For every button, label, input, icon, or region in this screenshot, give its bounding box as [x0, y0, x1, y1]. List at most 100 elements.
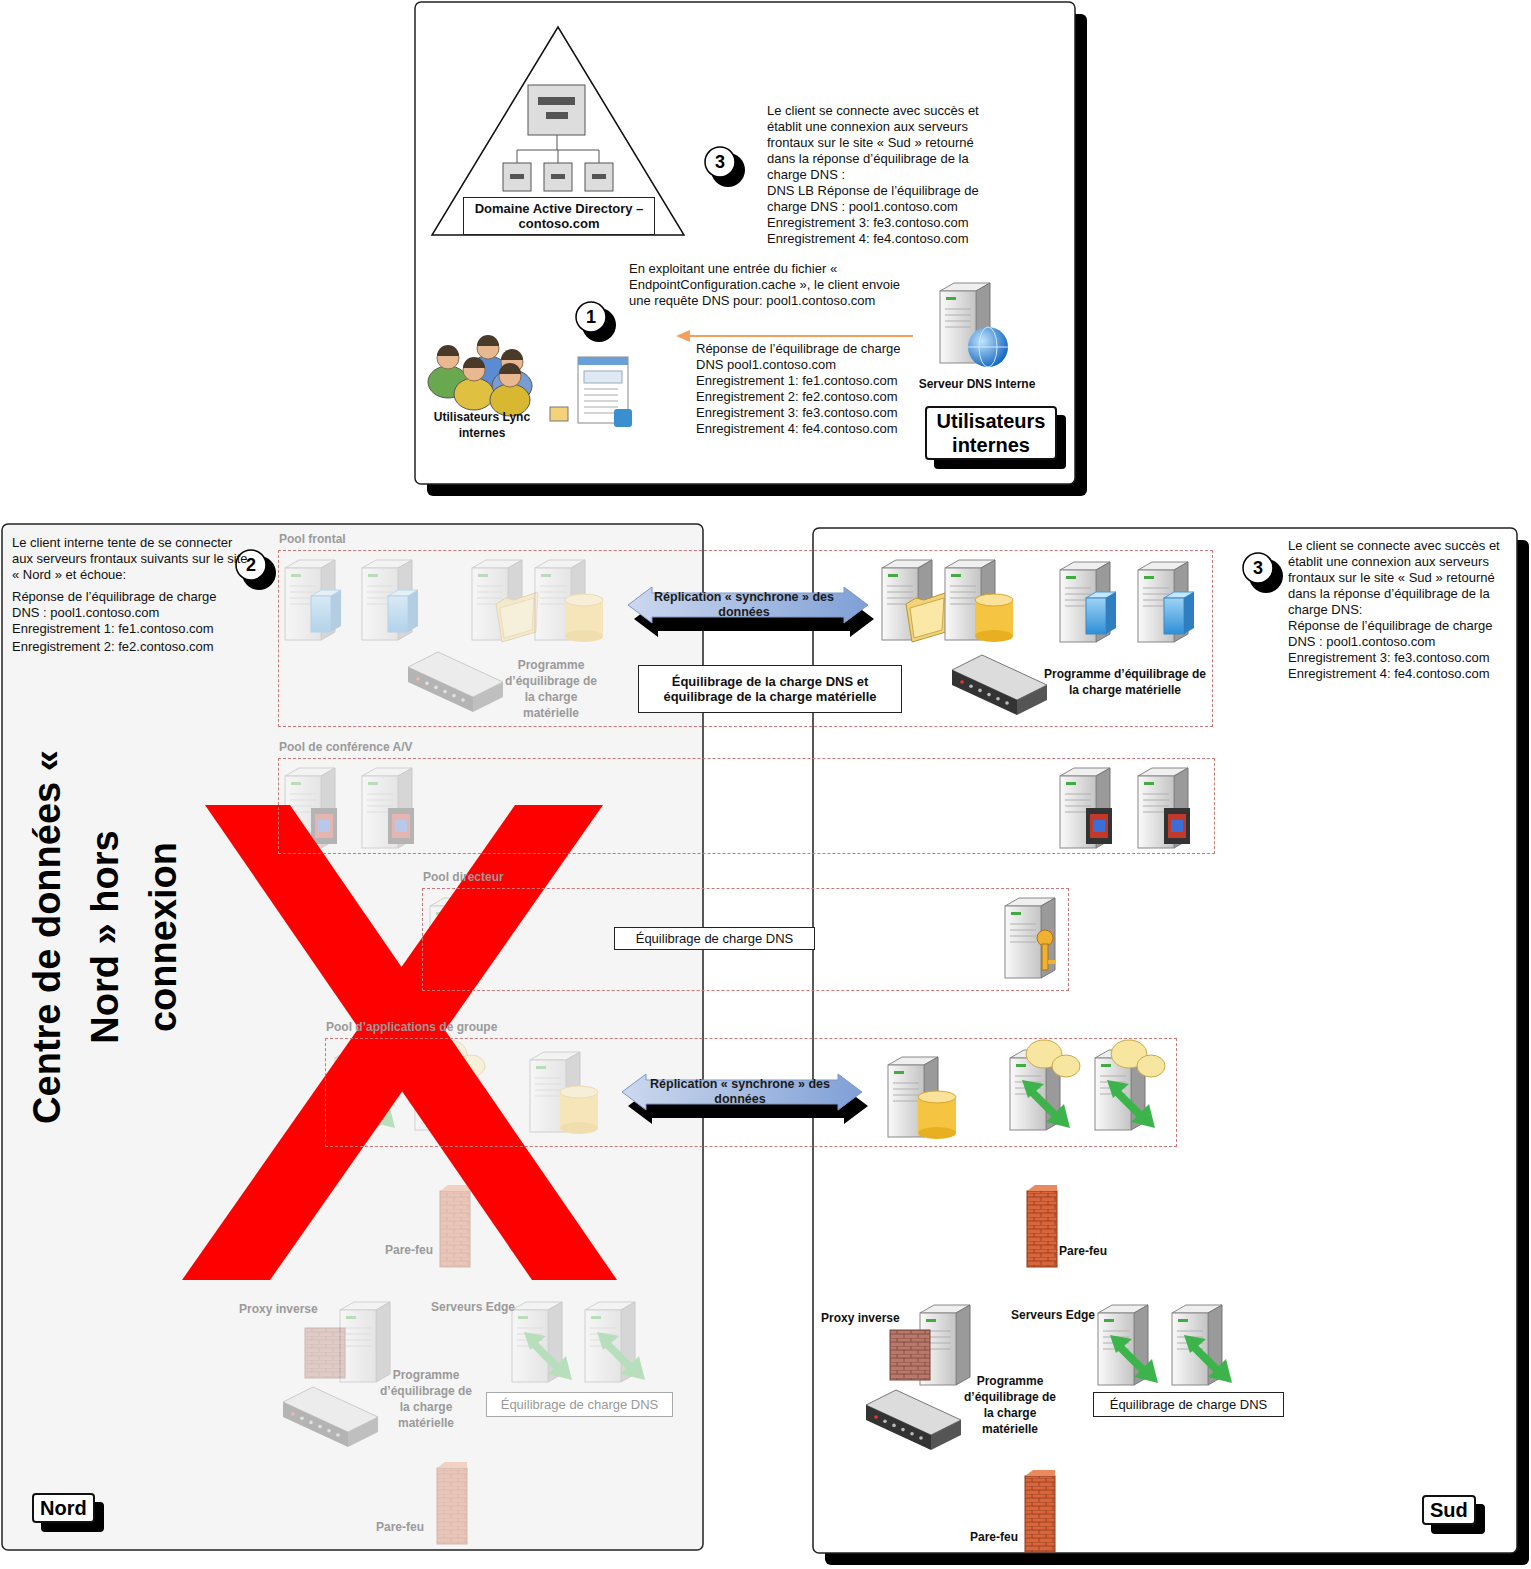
server-slot	[887, 592, 913, 593]
server-slot	[540, 586, 566, 587]
arrow-body	[622, 1074, 862, 1110]
db-bottom	[565, 630, 603, 642]
callout-circle	[1243, 553, 1273, 583]
server-slot	[1065, 588, 1091, 589]
cube-front	[1164, 598, 1184, 634]
firewall-column	[440, 1191, 470, 1267]
folder-sheet	[500, 598, 534, 638]
lb-port	[318, 1425, 322, 1429]
note-text: Enregistrement 2: fe2.contoso.com	[696, 389, 926, 405]
firewall-icon	[437, 1462, 467, 1544]
equipment-label: Programme d’équilibrage de la charge mat…	[1040, 666, 1210, 698]
callout-number: 1	[579, 307, 603, 327]
server-slot	[1143, 800, 1169, 801]
person-hair	[477, 335, 499, 346]
balancing-box: Équilibrage de charge DNS	[1093, 1392, 1284, 1417]
server-slot	[367, 794, 393, 795]
box-text: Équilibrage de charge DNS	[1110, 1397, 1268, 1412]
equipment-label: Pare-feu	[1059, 1243, 1107, 1259]
server-slot	[517, 1328, 543, 1329]
equipment-icons	[236, 147, 1283, 1552]
pool-band: Pool directeurÉquilibrage de charge DNS	[422, 888, 1069, 991]
film-frame	[1090, 814, 1108, 838]
server-slot	[950, 598, 976, 599]
lb-port	[919, 1436, 923, 1440]
server-slot	[367, 592, 393, 593]
pool-label: Pool directeur	[423, 870, 504, 885]
green-arrow-head	[621, 1356, 645, 1380]
server-led	[518, 1316, 528, 1319]
film-frame	[392, 814, 410, 838]
lb-side	[473, 682, 503, 712]
key-shaft	[1042, 944, 1048, 970]
equipment-label: Pare-feu	[970, 1529, 1018, 1545]
film-strip	[388, 808, 414, 844]
server-led	[1066, 576, 1076, 579]
org-bar	[546, 112, 568, 119]
server-led	[1016, 1064, 1026, 1067]
green-arrow-head	[1110, 1335, 1132, 1353]
window-line	[584, 389, 618, 390]
pool-label: Pool de conférence A/V	[279, 740, 413, 755]
server-icon	[940, 283, 1008, 367]
film-frame	[395, 820, 407, 832]
firewall-top	[1025, 1470, 1055, 1476]
balancing-box: Domaine Active Directory – contoso.com	[463, 197, 655, 235]
server-side	[956, 1305, 970, 1385]
server-icon	[285, 560, 341, 640]
film-frame	[1093, 820, 1105, 832]
server-slot	[945, 327, 971, 328]
server-slot	[1010, 936, 1036, 937]
window-line	[584, 413, 618, 414]
server-slot	[1065, 594, 1091, 595]
server-led	[888, 574, 898, 577]
note-text: Le client se connecte avec succès et éta…	[767, 103, 1002, 183]
panel-outline	[813, 528, 1517, 1553]
server-icon	[882, 560, 948, 642]
server-slot	[540, 592, 566, 593]
film-frame	[1171, 820, 1183, 832]
server-slot	[367, 800, 393, 801]
equipment-label: Serveurs Edge	[431, 1299, 515, 1315]
server-led	[541, 574, 551, 577]
firewall-icon	[440, 1185, 470, 1267]
server-slot	[345, 1328, 371, 1329]
firewall-icon	[1025, 1470, 1055, 1552]
server-icon	[1138, 562, 1194, 642]
server-icon	[888, 1057, 956, 1139]
server-slot	[945, 315, 971, 316]
server-slot	[1015, 1076, 1041, 1077]
green-arrow-head	[1022, 1080, 1044, 1098]
server-icon	[340, 1302, 390, 1382]
arrow-label: Réplication « synchrone » des données	[644, 590, 844, 620]
film-strip	[311, 808, 337, 844]
server-side	[376, 1302, 390, 1382]
film-strip	[1086, 808, 1112, 844]
server-led	[926, 1319, 936, 1322]
wall-body	[305, 1328, 345, 1378]
server-slot	[1100, 1076, 1126, 1077]
load-balancer-icon	[952, 655, 1047, 715]
panel-outline	[2, 524, 703, 1550]
server-slot	[535, 1090, 561, 1091]
green-arrow-head	[1131, 1104, 1155, 1128]
arrow-label: Réplication « synchrone » des données	[640, 1077, 840, 1107]
server-led	[946, 297, 956, 300]
brick-wall-icon	[305, 1328, 345, 1378]
balancing-box: Équilibrage de charge DNS	[486, 1392, 673, 1417]
server-icon	[530, 1052, 598, 1134]
note-text: Enregistrement 1: fe1.contoso.com	[12, 621, 242, 637]
db-top	[975, 594, 1013, 606]
lb-front	[866, 1405, 931, 1450]
equipment-label: Serveurs Edge	[1011, 1307, 1095, 1323]
lync-badge	[614, 409, 632, 427]
green-arrow-head	[597, 1332, 619, 1350]
users-icon	[428, 335, 532, 416]
offline-cross	[182, 805, 617, 1280]
callout-number: 3	[1246, 558, 1270, 578]
green-arrow-head	[1208, 1359, 1232, 1383]
server-icon	[535, 560, 603, 642]
load-balancer-icon	[408, 652, 503, 712]
server-led	[536, 1066, 546, 1069]
